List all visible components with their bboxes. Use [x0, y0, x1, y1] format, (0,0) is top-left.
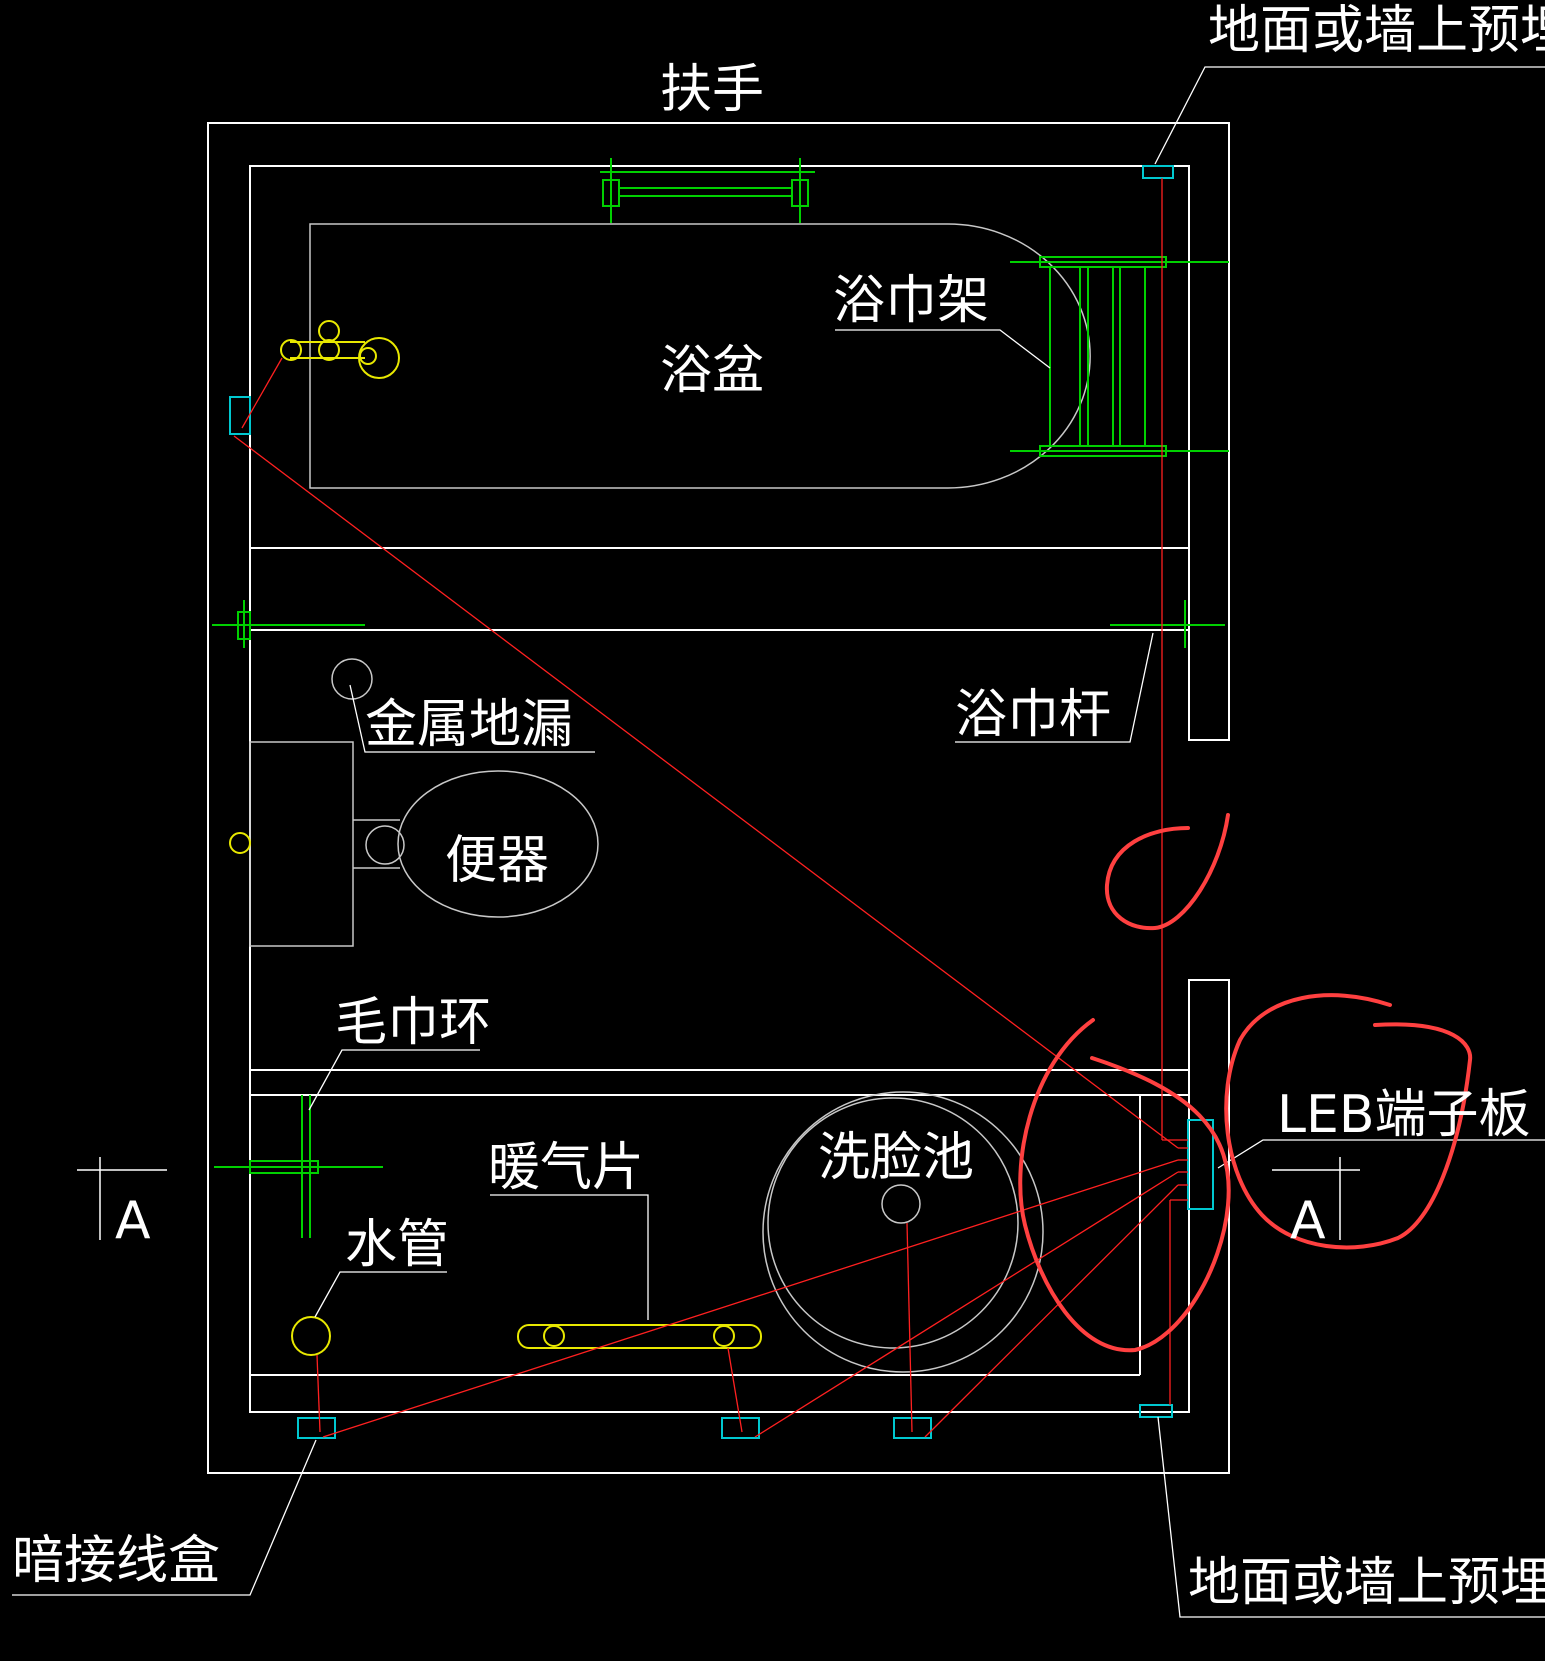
- handrail-mount-right: [791, 179, 809, 207]
- label-floor-drain: 金属地漏: [365, 695, 573, 755]
- junction-box-left: [297, 1417, 336, 1439]
- walls: [207, 122, 1230, 1474]
- label-section-left: A: [115, 1191, 151, 1251]
- towel-bar[interactable]: [212, 600, 1225, 648]
- label-water-pipe: 水管: [345, 1215, 449, 1275]
- leb-terminal-board-box[interactable]: [1187, 1119, 1214, 1210]
- label-bathtub: 浴盆: [660, 341, 764, 401]
- outer-wall: [207, 122, 1230, 1474]
- toilet-wall-mark: [229, 832, 251, 854]
- label-leb-board[interactable]: LEB端子板: [1277, 1085, 1531, 1145]
- towel-rack[interactable]: [1010, 256, 1229, 457]
- label-washbasin: 洗脸池: [818, 1128, 974, 1188]
- embedded-part-bottom: [1139, 1404, 1173, 1418]
- leader-lines: [12, 66, 1545, 1618]
- radiator[interactable]: [517, 1324, 762, 1349]
- toilet-bowl: [397, 770, 599, 918]
- label-junction-box: 暗接线盒: [12, 1531, 220, 1591]
- bathtub-outline: [309, 223, 1091, 489]
- label-towel-bar: 浴巾杆: [955, 685, 1111, 745]
- label-embedded-bottom: 地面或墙上预埋件: [1188, 1553, 1545, 1613]
- junction-box-middle: [721, 1417, 760, 1439]
- bathtub: [309, 223, 1091, 489]
- cyan-boxes: [229, 165, 1214, 1439]
- annotation-circle-right: [1224, 993, 1473, 1250]
- annotation-circle-left: [1018, 1018, 1231, 1353]
- upper-partition: [249, 547, 1190, 631]
- floor-drain-icon: [331, 658, 373, 700]
- toilet-tank: [249, 741, 354, 947]
- annotation-loop-top: [1104, 813, 1230, 931]
- faucet-junction-box: [229, 396, 251, 435]
- towel-ring[interactable]: [214, 1095, 383, 1238]
- hand-annotations: [1018, 813, 1473, 1353]
- handrail-mount-left: [602, 179, 620, 207]
- label-radiator: 暖气片: [488, 1138, 644, 1198]
- label-towel-rack: 浴巾架: [833, 271, 989, 331]
- label-toilet: 便器: [445, 831, 549, 891]
- junction-box-right: [893, 1417, 932, 1439]
- label-towel-ring: 毛巾环: [335, 993, 491, 1053]
- washbasin[interactable]: [762, 1091, 1044, 1373]
- faucet[interactable]: [280, 320, 400, 379]
- water-pipe-icon[interactable]: [291, 1316, 331, 1356]
- text-labels: 扶手 地面或墙上预埋件 浴巾架 浴盆 浴巾杆 金属地漏 便器 毛巾环 LEB端子…: [12, 1, 1545, 1613]
- label-handrail: 扶手: [660, 60, 764, 120]
- label-section-right: A: [1290, 1191, 1326, 1251]
- lower-partition: [249, 1069, 1190, 1096]
- section-marks: [77, 1157, 1360, 1240]
- handrail[interactable]: [600, 158, 815, 223]
- embedded-part-top: [1142, 165, 1174, 179]
- label-embedded-top: 地面或墙上预埋件: [1208, 1, 1545, 61]
- bonding-wires: [233, 178, 1188, 1438]
